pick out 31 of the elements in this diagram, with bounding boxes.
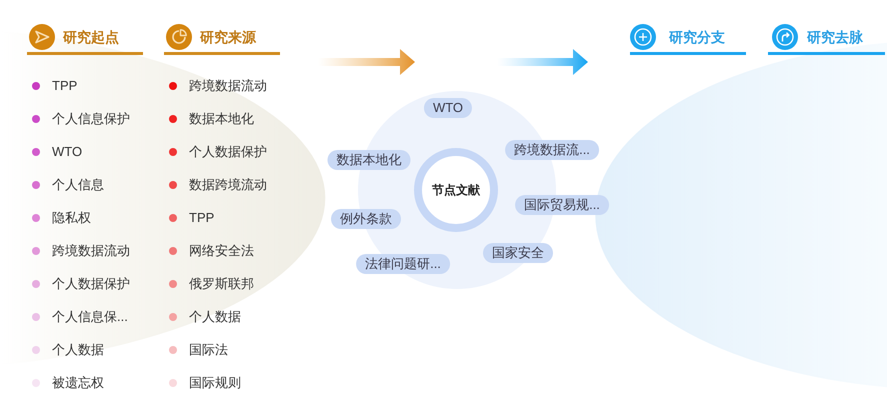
list-item: 数据跨境流动 — [189, 177, 267, 193]
section-heading: 研究分支 — [669, 28, 725, 46]
list-item: 个人数据保护 — [189, 144, 267, 160]
list-item: 个人信息 — [52, 177, 104, 193]
section-heading: 研究去脉 — [807, 28, 863, 46]
list-item: 国际法 — [189, 342, 228, 358]
list-item: WTO — [52, 144, 82, 160]
keyword-pill: WTO — [424, 98, 472, 118]
list-item: 个人信息保... — [52, 309, 128, 325]
keyword-pill: 国家安全 — [483, 243, 553, 263]
section-heading: 研究来源 — [200, 28, 256, 46]
list-item: 国际规则 — [189, 375, 241, 391]
list-item: 被遗忘权 — [52, 375, 104, 391]
keyword-pill: 跨境数据流... — [505, 140, 599, 160]
list-item: 个人信息保护 — [52, 111, 130, 127]
list-item: 隐私权 — [52, 210, 91, 226]
list-item: TPP — [189, 210, 214, 226]
section-heading: 研究起点 — [63, 28, 119, 46]
list-item: TPP — [52, 78, 78, 94]
list-item: 网络安全法 — [189, 243, 254, 259]
list-item: 俄罗斯联邦 — [189, 276, 254, 292]
list-item: 跨境数据流动 — [189, 78, 267, 94]
list-item: 个人数据保护 — [52, 276, 130, 292]
keyword-pill: 数据本地化 — [328, 150, 410, 170]
list-item: 数据本地化 — [189, 111, 254, 127]
list-item: 跨境数据流动 — [52, 243, 130, 259]
keyword-pill: 国际贸易规... — [515, 195, 609, 215]
keyword-pill: 法律问题研... — [356, 254, 450, 274]
list-item: 个人数据 — [52, 342, 104, 358]
keyword-pill: 例外条款 — [331, 209, 401, 229]
list-item: 个人数据 — [189, 309, 241, 325]
